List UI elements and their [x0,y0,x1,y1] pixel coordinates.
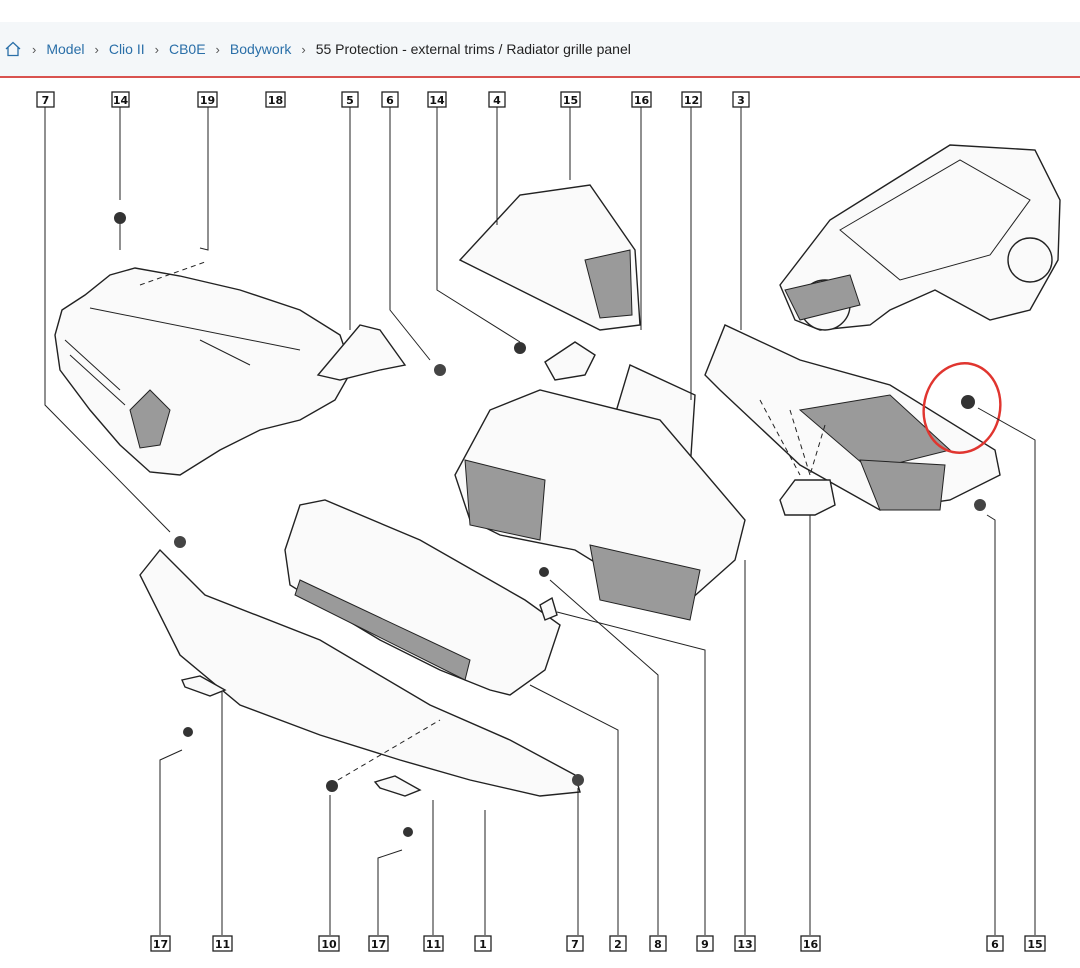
svg-text:9: 9 [701,938,709,951]
clip-6-center[interactable] [434,364,446,376]
svg-text:19: 19 [200,94,215,107]
upper-grille-panel[interactable] [54,267,353,476]
svg-text:16: 16 [634,94,650,107]
callout-top-7[interactable]: 7 [36,91,55,108]
svg-text:15: 15 [563,94,578,107]
bottom-callouts: 17 11 10 17 11 1 7 2 8 9 13 16 6 15 [150,935,1046,952]
svg-text:8: 8 [654,938,662,951]
side-bracket-5[interactable] [316,324,407,381]
callout-bottom-9[interactable]: 9 [696,935,714,952]
svg-text:11: 11 [426,938,441,951]
svg-text:13: 13 [737,938,752,951]
fastener-14-left[interactable] [114,212,126,224]
callout-bottom-16[interactable]: 16 [800,935,821,952]
highlight-circle [922,362,1002,454]
breadcrumb-separator: › [215,41,220,57]
breadcrumb-bodywork[interactable]: Bodywork [229,41,292,57]
screw-17-center[interactable] [403,827,413,837]
callout-top-18[interactable]: 18 [265,91,286,108]
clip-15-right[interactable] [961,395,975,409]
callout-bottom-10[interactable]: 10 [318,935,340,952]
lower-spoiler-1[interactable] [139,548,581,797]
svg-text:2: 2 [614,938,622,951]
svg-text:14: 14 [113,94,129,107]
callout-bottom-11b[interactable]: 11 [423,935,444,952]
svg-text:17: 17 [153,938,168,951]
bracket-16-center[interactable] [544,341,596,381]
callout-top-3[interactable]: 3 [732,91,750,108]
fastener-8[interactable] [539,567,549,577]
home-icon[interactable] [4,40,22,58]
top-callouts: 7 14 19 18 5 6 14 4 15 16 12 3 [36,91,750,108]
callout-bottom-17[interactable]: 17 [150,935,171,952]
callout-bottom-13[interactable]: 13 [734,935,756,952]
callout-top-4[interactable]: 4 [488,91,506,108]
breadcrumb-separator: › [32,41,37,57]
screw-10[interactable] [326,780,338,792]
svg-text:4: 4 [493,94,501,107]
callout-bottom-1[interactable]: 1 [474,935,492,952]
svg-text:14: 14 [429,94,445,107]
clip-7-left[interactable] [174,536,186,548]
callout-top-15[interactable]: 15 [560,91,581,108]
svg-text:3: 3 [737,94,745,107]
callout-bottom-2[interactable]: 2 [609,935,627,952]
callout-top-14b[interactable]: 14 [427,91,447,108]
breadcrumb-model[interactable]: Model [46,41,85,57]
breadcrumb: › Model › Clio II › CB0E › Bodywork › 55… [0,22,1080,78]
callout-bottom-15[interactable]: 15 [1024,935,1046,952]
screw-17-left[interactable] [183,727,193,737]
callout-top-12[interactable]: 12 [681,91,702,108]
breadcrumb-clio-ii[interactable]: Clio II [108,41,145,57]
clip-11-center[interactable] [373,775,422,797]
bracket-16-right[interactable] [779,479,836,516]
svg-text:12: 12 [684,94,699,107]
svg-text:5: 5 [346,94,354,107]
callout-bottom-6[interactable]: 6 [986,935,1004,952]
parts-diagram: 7 14 19 18 5 6 14 4 15 16 12 3 17 11 10 … [36,91,1061,952]
grille-logo [129,389,171,449]
breadcrumb-separator: › [154,41,159,57]
svg-text:1: 1 [479,938,487,951]
callout-top-6[interactable]: 6 [381,91,399,108]
clip-7-right[interactable] [572,774,584,786]
nut-9[interactable] [539,596,558,621]
breadcrumb-cb0e[interactable]: CB0E [168,41,206,57]
svg-text:7: 7 [42,94,50,107]
svg-text:11: 11 [215,938,230,951]
callout-top-14[interactable]: 14 [111,91,130,108]
svg-text:15: 15 [1027,938,1042,951]
callout-bottom-17b[interactable]: 17 [368,935,389,952]
svg-text:7: 7 [571,938,579,951]
breadcrumb-separator: › [301,41,306,57]
clip-11-left[interactable] [181,675,227,697]
svg-text:17: 17 [371,938,386,951]
svg-text:6: 6 [386,94,394,107]
callout-top-5[interactable]: 5 [341,91,359,108]
fastener-14-center[interactable] [514,342,526,354]
svg-text:10: 10 [321,938,337,951]
breadcrumb-separator: › [94,41,99,57]
svg-text:18: 18 [268,94,283,107]
breadcrumb-current: 55 Protection - external trims / Radiato… [315,41,631,57]
svg-text:6: 6 [991,938,999,951]
callout-bottom-8[interactable]: 8 [649,935,667,952]
callout-bottom-11[interactable]: 11 [212,935,233,952]
callout-top-16[interactable]: 16 [631,91,652,108]
clip-6-right[interactable] [974,499,986,511]
middle-grille-13[interactable] [454,389,746,601]
callout-top-19[interactable]: 19 [197,91,218,108]
svg-text:16: 16 [803,938,819,951]
callout-bottom-7[interactable]: 7 [566,935,584,952]
